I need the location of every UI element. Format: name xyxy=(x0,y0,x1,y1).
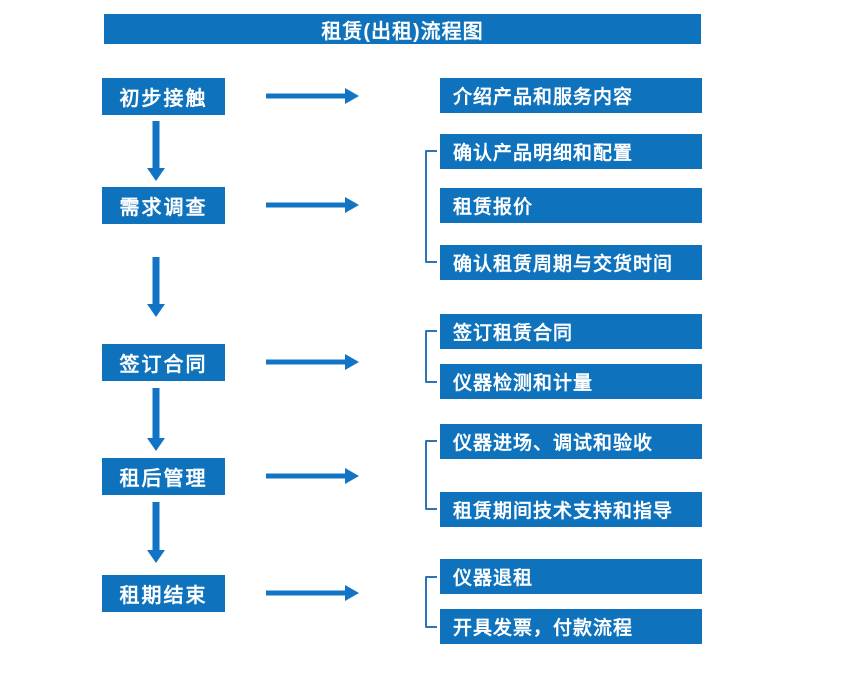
detail-box: 租赁报价 xyxy=(440,188,702,223)
detail-box: 签订租赁合同 xyxy=(440,314,702,349)
flow-arrow-right-4 xyxy=(266,468,359,484)
stage-box-sign-contract: 签订合同 xyxy=(102,344,225,381)
detail-box: 确认产品明细和配置 xyxy=(440,134,702,169)
flow-arrow-right-5 xyxy=(266,585,359,601)
flow-arrow-right-1 xyxy=(266,88,359,104)
stage-box-post-rental: 租后管理 xyxy=(102,458,225,495)
flow-arrow-right-3 xyxy=(266,354,359,370)
bracket-connector-group2 xyxy=(425,150,437,263)
detail-box: 仪器退租 xyxy=(440,559,702,594)
page-title: 租赁(出租)流程图 xyxy=(104,14,701,44)
flow-arrow-right-2 xyxy=(266,197,359,213)
flow-arrow-down-3 xyxy=(147,388,165,451)
detail-box: 租赁期间技术支持和指导 xyxy=(440,492,702,527)
detail-box: 仪器检测和计量 xyxy=(440,364,702,399)
detail-box: 开具发票，付款流程 xyxy=(440,609,702,644)
detail-box: 介绍产品和服务内容 xyxy=(440,78,702,113)
bracket-connector-group3 xyxy=(425,330,437,383)
flow-arrow-down-1 xyxy=(147,121,165,181)
flow-arrow-down-4 xyxy=(147,502,165,563)
bracket-connector-group4 xyxy=(425,440,437,510)
bracket-connector-group5 xyxy=(425,576,437,628)
detail-box: 仪器进场、调试和验收 xyxy=(440,424,702,459)
detail-box: 确认租赁周期与交货时间 xyxy=(440,245,702,280)
stage-box-demand-survey: 需求调查 xyxy=(102,187,225,224)
flow-arrow-down-2 xyxy=(147,257,165,317)
stage-box-lease-end: 租期结束 xyxy=(102,575,225,612)
stage-box-initial-contact: 初步接触 xyxy=(102,78,225,115)
